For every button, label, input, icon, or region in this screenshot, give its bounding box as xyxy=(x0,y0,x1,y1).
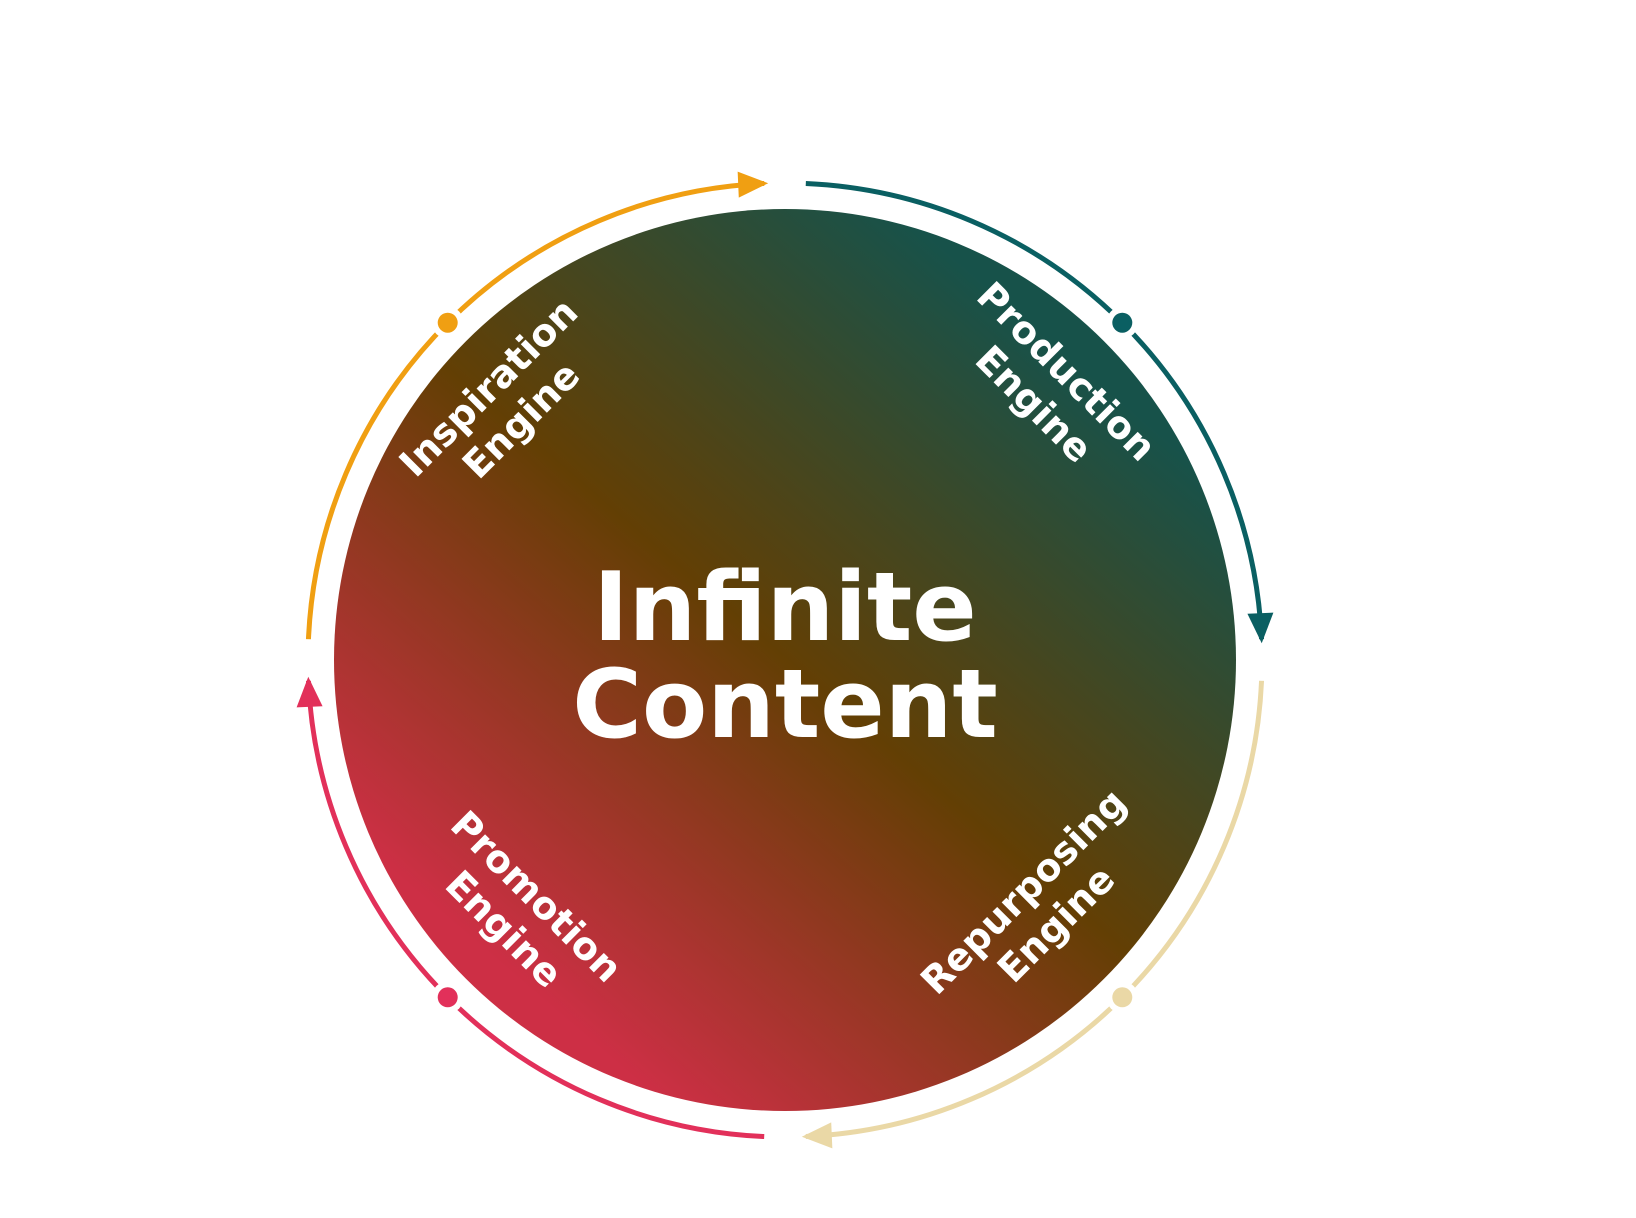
promotion-dot xyxy=(437,987,458,1008)
promotion-arrowhead xyxy=(296,676,323,708)
center-title-line1: Infinite xyxy=(593,553,976,663)
center-title-line2: Content xyxy=(572,650,998,760)
production-arrowhead xyxy=(1247,612,1274,644)
repurposing-dot xyxy=(1112,987,1133,1008)
core-circle xyxy=(334,209,1236,1111)
production-dot xyxy=(1112,312,1133,333)
repurposing-arrowhead xyxy=(801,1122,833,1149)
cycle-arrows xyxy=(296,171,1274,1149)
inspiration-dot xyxy=(437,312,458,333)
inspiration-arrowhead xyxy=(737,171,769,198)
